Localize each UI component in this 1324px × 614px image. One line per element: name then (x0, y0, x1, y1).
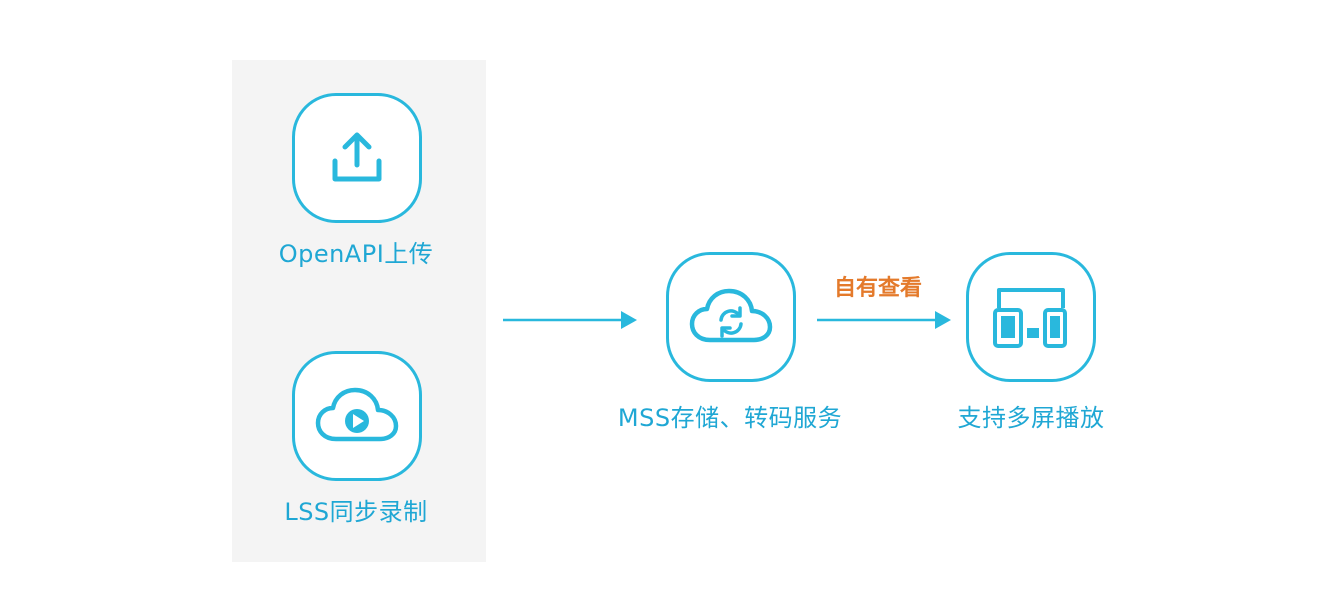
openapi-upload-label: OpenAPI上传 (278, 240, 434, 268)
multi-screen-label: 支持多屏播放 (957, 404, 1105, 432)
cloud-sync-icon (688, 284, 774, 350)
openapi-upload-node (292, 93, 422, 223)
arrow-to-mss (503, 311, 637, 329)
devices-icon (991, 284, 1071, 350)
mss-service-label: MSS存储、转码服务 (617, 404, 843, 432)
playback-edge-label: 自有查看 (834, 276, 923, 301)
upload-icon (326, 127, 388, 189)
cloud-play-icon (314, 383, 400, 449)
multi-screen-node (966, 252, 1096, 382)
arrow-to-playback (817, 311, 951, 329)
mss-service-node (666, 252, 796, 382)
lss-record-label: LSS同步录制 (284, 498, 428, 526)
lss-record-node (292, 351, 422, 481)
